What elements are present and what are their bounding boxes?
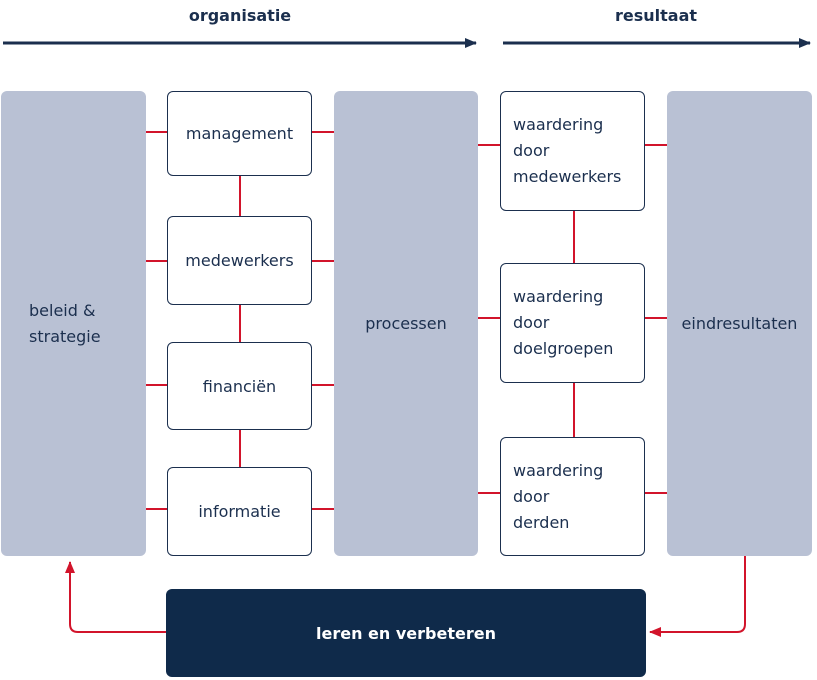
box-waardering-derden-label: waardering door derden xyxy=(513,460,604,532)
box-medewerkers: medewerkers xyxy=(167,216,312,305)
column-processen: processen xyxy=(334,91,478,556)
column-beleid-strategie: beleid & strategie xyxy=(1,91,146,556)
box-waardering-derden: waardering door derden xyxy=(500,437,645,556)
column-processen-label: processen xyxy=(365,314,447,333)
box-medewerkers-label: medewerkers xyxy=(185,251,294,270)
column-beleid-strategie-label: beleid & strategie xyxy=(29,300,101,346)
box-waardering-medewerkers: waardering door medewerkers xyxy=(500,91,645,211)
box-waardering-doelgroepen: waardering door doelgroepen xyxy=(500,263,645,383)
box-financien: financiën xyxy=(167,342,312,430)
box-informatie-label: informatie xyxy=(198,502,281,521)
column-eindresultaten: eindresultaten xyxy=(667,91,812,556)
box-leren-en-verbeteren-label: leren en verbeteren xyxy=(316,623,496,643)
box-financien-label: financiën xyxy=(202,376,277,396)
box-informatie: informatie xyxy=(167,467,312,556)
column-eindresultaten-label: eindresultaten xyxy=(681,314,798,333)
header-resultaat: resultaat xyxy=(614,6,698,25)
box-management: management xyxy=(167,91,312,176)
box-management-label: management xyxy=(185,124,294,143)
box-waardering-medewerkers-label: waardering door medewerkers xyxy=(513,115,622,186)
header-organisatie: organisatie xyxy=(188,6,292,25)
feedback-arrow-to-beleid xyxy=(65,561,166,633)
box-waardering-doelgroepen-label: waardering door doelgroepen xyxy=(513,287,614,358)
feedback-arrow-from-eindresultaten xyxy=(649,556,746,637)
box-leren-en-verbeteren: leren en verbeteren xyxy=(166,589,646,677)
